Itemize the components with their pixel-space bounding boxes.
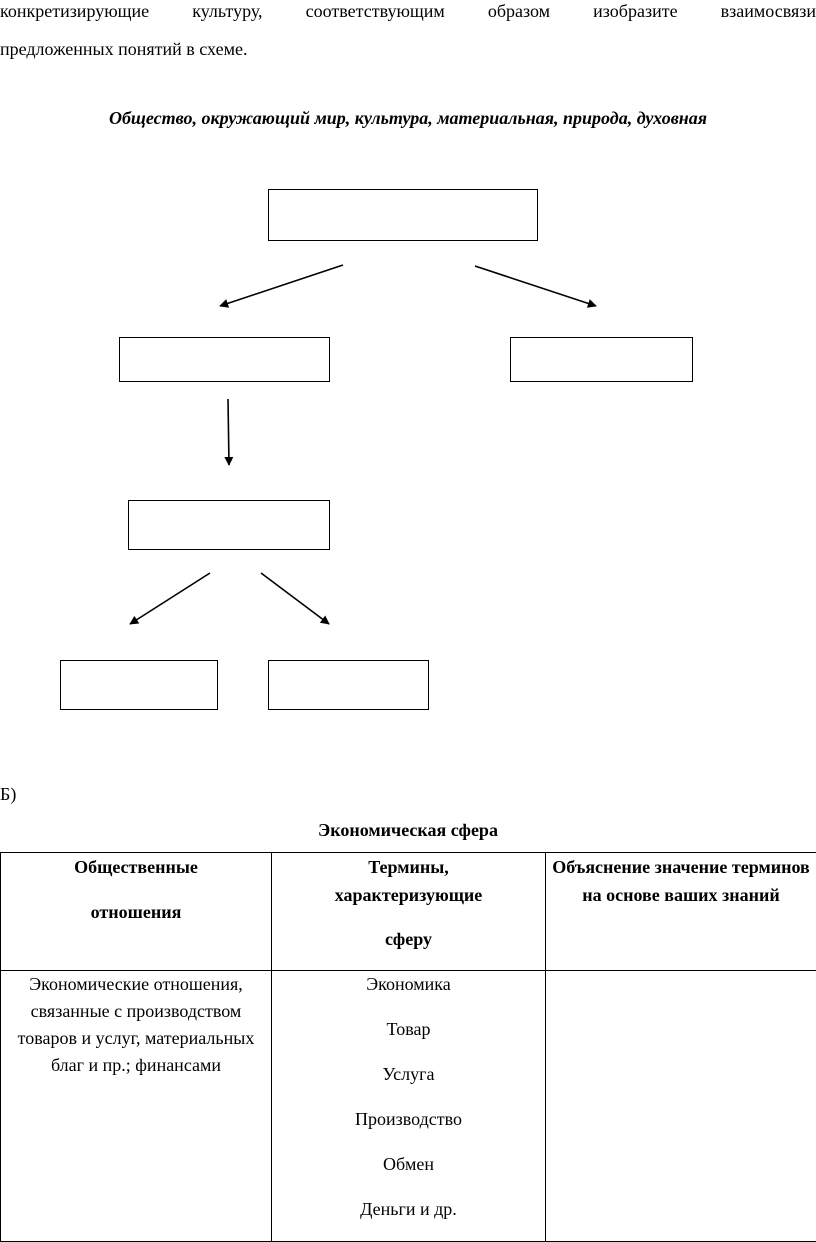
header-relations: Общественные отношения [1,853,272,971]
header-explanation-text: Объяснение значение терминов на основе в… [552,853,810,909]
header-relations-line1: Общественные [7,853,265,881]
term-item: Товар [278,1016,539,1042]
term-item: Услуга [278,1061,539,1087]
relations-text: Экономические отношения, связанные с про… [7,971,265,1079]
cell-explanation[interactable] [546,971,816,1242]
diagram-arrows [0,0,816,760]
arrow-left-to-middle [228,399,229,465]
term-item: Деньги и др. [278,1196,539,1222]
header-relations-line2: отношения [7,898,265,926]
economic-sphere-table: Общественные отношения Термины, характер… [0,852,816,1242]
section-b-label: Б) [0,784,16,805]
sphere-title: Экономическая сфера [0,820,816,841]
term-item: Экономика [278,971,539,997]
header-explanation: Объяснение значение терминов на основе в… [546,853,816,971]
table-row: Экономические отношения, связанные с про… [1,971,816,1242]
header-terms-line1: Термины, [278,853,539,881]
header-terms-line3: сферу [278,925,539,953]
arrow-top-to-right [475,266,596,306]
term-item: Производство [278,1106,539,1132]
term-item: Обмен [278,1151,539,1177]
header-terms-line2: характеризующие [278,881,539,909]
cell-terms: Экономика Товар Услуга Производство Обме… [272,971,546,1242]
arrow-middle-to-bottom-left [130,573,210,624]
arrow-top-to-left [220,265,343,306]
table-header-row: Общественные отношения Термины, характер… [1,853,816,971]
header-terms: Термины, характеризующие сферу [272,853,546,971]
cell-relations: Экономические отношения, связанные с про… [1,971,272,1242]
arrow-middle-to-bottom-right [261,573,329,624]
